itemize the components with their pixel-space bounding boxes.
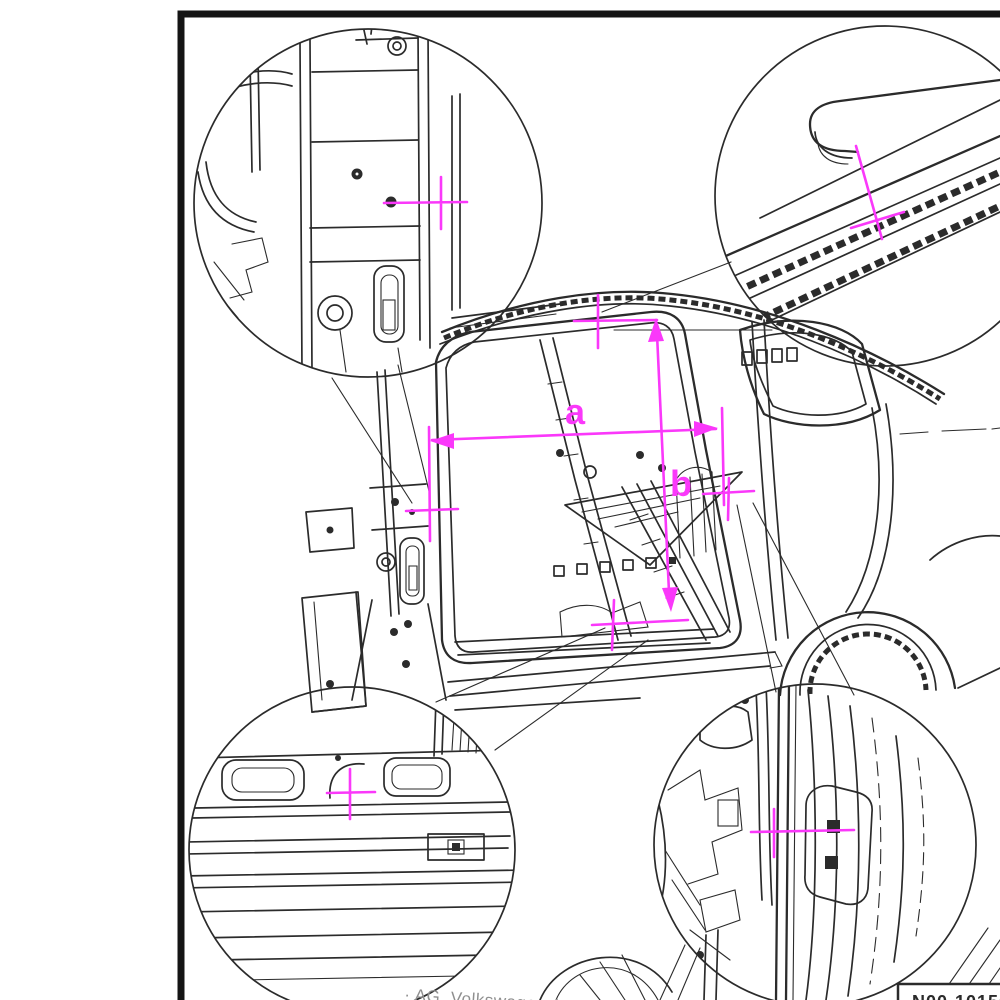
leader-bottom-left bbox=[435, 627, 649, 751]
callout-circle bbox=[193, 28, 543, 378]
car-body-drawing bbox=[301, 290, 1000, 1000]
crosshair-marker-lock-pillar bbox=[701, 476, 756, 522]
callout-content-roof-rail bbox=[715, 78, 1000, 339]
callout-bottom-left bbox=[188, 686, 516, 1000]
callout-top-left bbox=[193, 28, 543, 378]
callout-circle bbox=[653, 683, 977, 1000]
leader-top-left bbox=[331, 364, 431, 504]
crosshair-marker-bottom-right bbox=[749, 807, 856, 859]
dimension-b-label: b bbox=[670, 463, 692, 504]
floor-fastener-row bbox=[553, 557, 676, 577]
crosshair-marker-bottom-left bbox=[325, 767, 377, 821]
callout-content-sill bbox=[189, 697, 515, 981]
dimension-a-right-extension bbox=[720, 406, 726, 507]
crosshair-marker-sill bbox=[610, 598, 616, 652]
page-frame bbox=[177, 10, 1000, 1000]
leader-bottom-right bbox=[736, 502, 855, 696]
dimension-b-top-tick bbox=[572, 318, 659, 323]
rail-clip-row bbox=[741, 347, 798, 366]
dimension-a-left-extension bbox=[427, 425, 432, 543]
callout-content-pillar-upper bbox=[197, 29, 461, 373]
callout-circle bbox=[188, 686, 516, 1000]
leader-lines bbox=[331, 261, 855, 751]
callout-content-rear-pillar bbox=[657, 684, 925, 1000]
dimension-a: a bbox=[427, 391, 726, 543]
dimension-b: b bbox=[572, 318, 692, 627]
crosshair-marker-hinge-pillar bbox=[404, 507, 460, 513]
callout-top-right bbox=[714, 25, 1000, 367]
dimension-b-bottom-tick bbox=[590, 618, 690, 627]
figure-number-box: N00-10156 bbox=[896, 982, 1000, 1000]
figure-number-text: N00-10156 bbox=[912, 992, 1000, 1000]
crosshair-marker-top-left bbox=[382, 175, 469, 231]
leader-top-right bbox=[601, 261, 773, 331]
callout-circle bbox=[714, 25, 1000, 367]
crosshair-marker-top-right bbox=[849, 144, 906, 241]
callout-bottom-right bbox=[653, 683, 977, 1000]
dimension-a-label: a bbox=[565, 391, 586, 432]
